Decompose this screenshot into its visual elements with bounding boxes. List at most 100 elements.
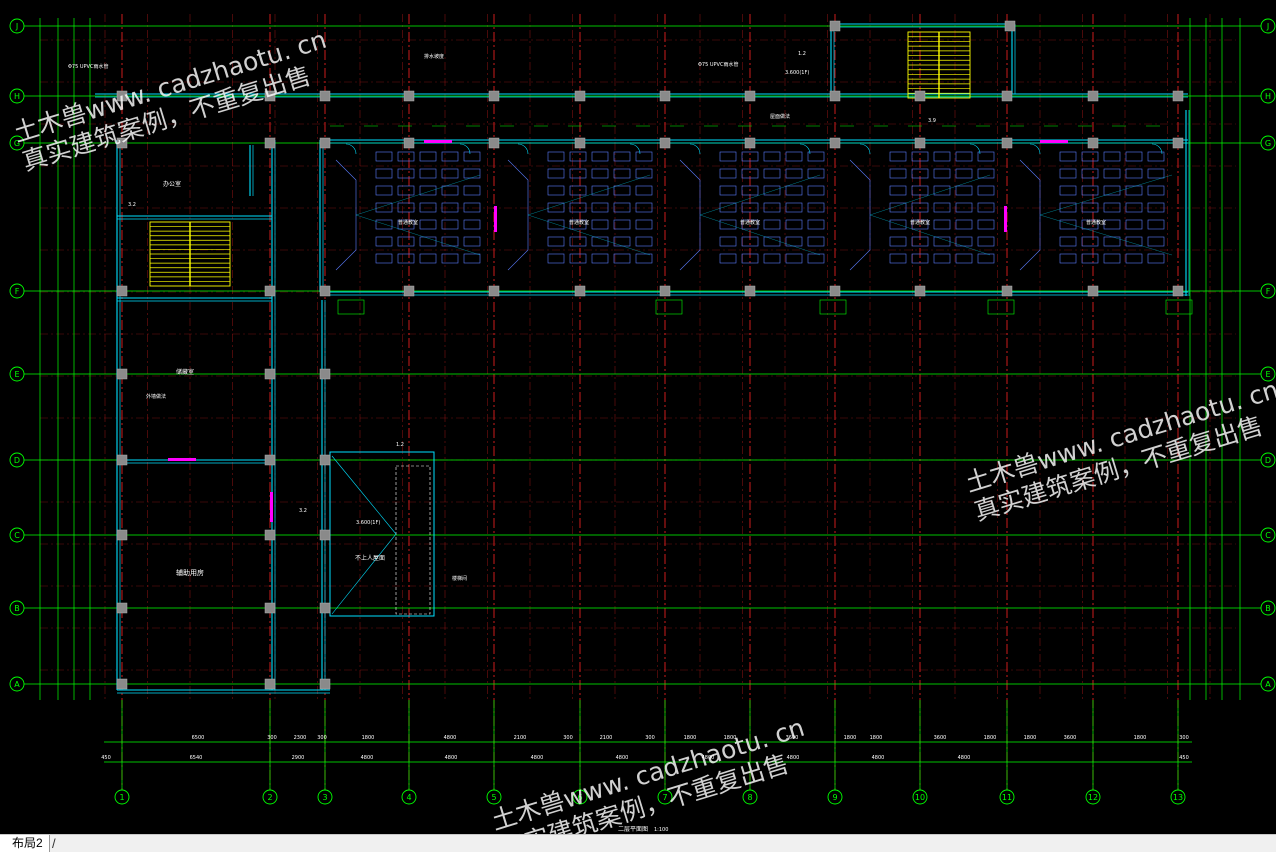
platform: [1019, 159, 1041, 271]
platform: [679, 159, 701, 271]
desk: [785, 185, 803, 196]
desk: [463, 236, 481, 247]
desk: [889, 219, 907, 230]
desk: [569, 202, 587, 213]
desk: [635, 202, 653, 213]
desk: [955, 151, 973, 162]
column: [264, 678, 276, 690]
desk: [933, 168, 951, 179]
desk: [1125, 253, 1143, 264]
desk: [889, 168, 907, 179]
dimension-label: 6500: [192, 735, 205, 741]
axis-bubble: [1260, 366, 1276, 382]
desk: [569, 253, 587, 264]
desk: [955, 236, 973, 247]
desk: [1081, 151, 1099, 162]
dimension-label: 300: [267, 735, 277, 741]
layout-tab-2[interactable]: 布局2: [0, 835, 50, 852]
column: [116, 90, 128, 102]
desk: [397, 185, 415, 196]
desk: [591, 185, 609, 196]
column: [829, 20, 841, 32]
axis-letter: H: [14, 92, 20, 101]
desk: [1059, 219, 1077, 230]
label-pipe-left: Φ75 UPVC雨水管: [68, 63, 108, 70]
light-wire: [1039, 174, 1173, 216]
desk: [547, 236, 565, 247]
light-wire: [869, 174, 991, 216]
roof-ridge: [331, 455, 397, 615]
desk: [463, 168, 481, 179]
column: [319, 285, 331, 297]
desk: [741, 219, 759, 230]
desk: [419, 253, 437, 264]
label-level-2: 3.600(1F): [356, 520, 380, 526]
column: [829, 137, 841, 149]
door-arc: [799, 143, 811, 155]
desk: [635, 185, 653, 196]
column: [116, 454, 128, 466]
drawing-scale: 1:100: [654, 827, 668, 833]
desk: [933, 151, 951, 162]
window-dim-box: [819, 299, 847, 315]
column: [403, 137, 415, 149]
axis-number: 11: [1002, 793, 1012, 802]
desk: [463, 253, 481, 264]
desk: [441, 219, 459, 230]
column: [659, 137, 671, 149]
dimension-label: 1800: [984, 735, 997, 741]
axis-bubble: [827, 789, 843, 805]
axis-bubble: [401, 789, 417, 805]
desk: [741, 185, 759, 196]
desk: [547, 151, 565, 162]
axis-bubble: [1260, 135, 1276, 151]
axis-bubble: [262, 789, 278, 805]
door-mark: [494, 206, 497, 232]
axis-bubble: [9, 452, 25, 468]
column: [1001, 90, 1013, 102]
column: [659, 285, 671, 297]
desk: [911, 151, 929, 162]
desk: [955, 168, 973, 179]
desk: [419, 151, 437, 162]
room-label-storage: 储藏室: [176, 368, 194, 376]
desk: [741, 236, 759, 247]
column: [744, 137, 756, 149]
columns: [116, 20, 1184, 690]
axis-letter: E: [14, 370, 19, 379]
axis-bubble: [9, 135, 25, 151]
axis-letter: E: [1265, 370, 1270, 379]
column: [744, 90, 756, 102]
axis-bubble: [1260, 452, 1276, 468]
axis-letter: A: [14, 680, 20, 689]
axis-bubble: [1170, 789, 1186, 805]
dimension-label: 2100: [600, 735, 613, 741]
drawing-title: 二层平面图: [618, 826, 648, 833]
axis-letter: D: [14, 456, 20, 465]
desk: [807, 185, 825, 196]
column: [914, 90, 926, 102]
desk: [419, 168, 437, 179]
axis-bubble: [9, 366, 25, 382]
desk: [397, 236, 415, 247]
column: [264, 90, 276, 102]
door-mark: [424, 140, 452, 143]
desk: [719, 185, 737, 196]
door-mark: [168, 458, 196, 461]
axis-letter: J: [1266, 22, 1269, 31]
dimension-label: 450: [1179, 755, 1189, 761]
desk: [977, 219, 995, 230]
axis-bubble: [1085, 789, 1101, 805]
desk: [911, 168, 929, 179]
axis-bubble: [9, 88, 25, 104]
desk: [911, 219, 929, 230]
platform: [507, 159, 529, 271]
desk: [547, 253, 565, 264]
desk: [397, 219, 415, 230]
desk: [1103, 202, 1121, 213]
column: [116, 285, 128, 297]
dimension-label: 1800: [1134, 735, 1147, 741]
desk: [807, 253, 825, 264]
